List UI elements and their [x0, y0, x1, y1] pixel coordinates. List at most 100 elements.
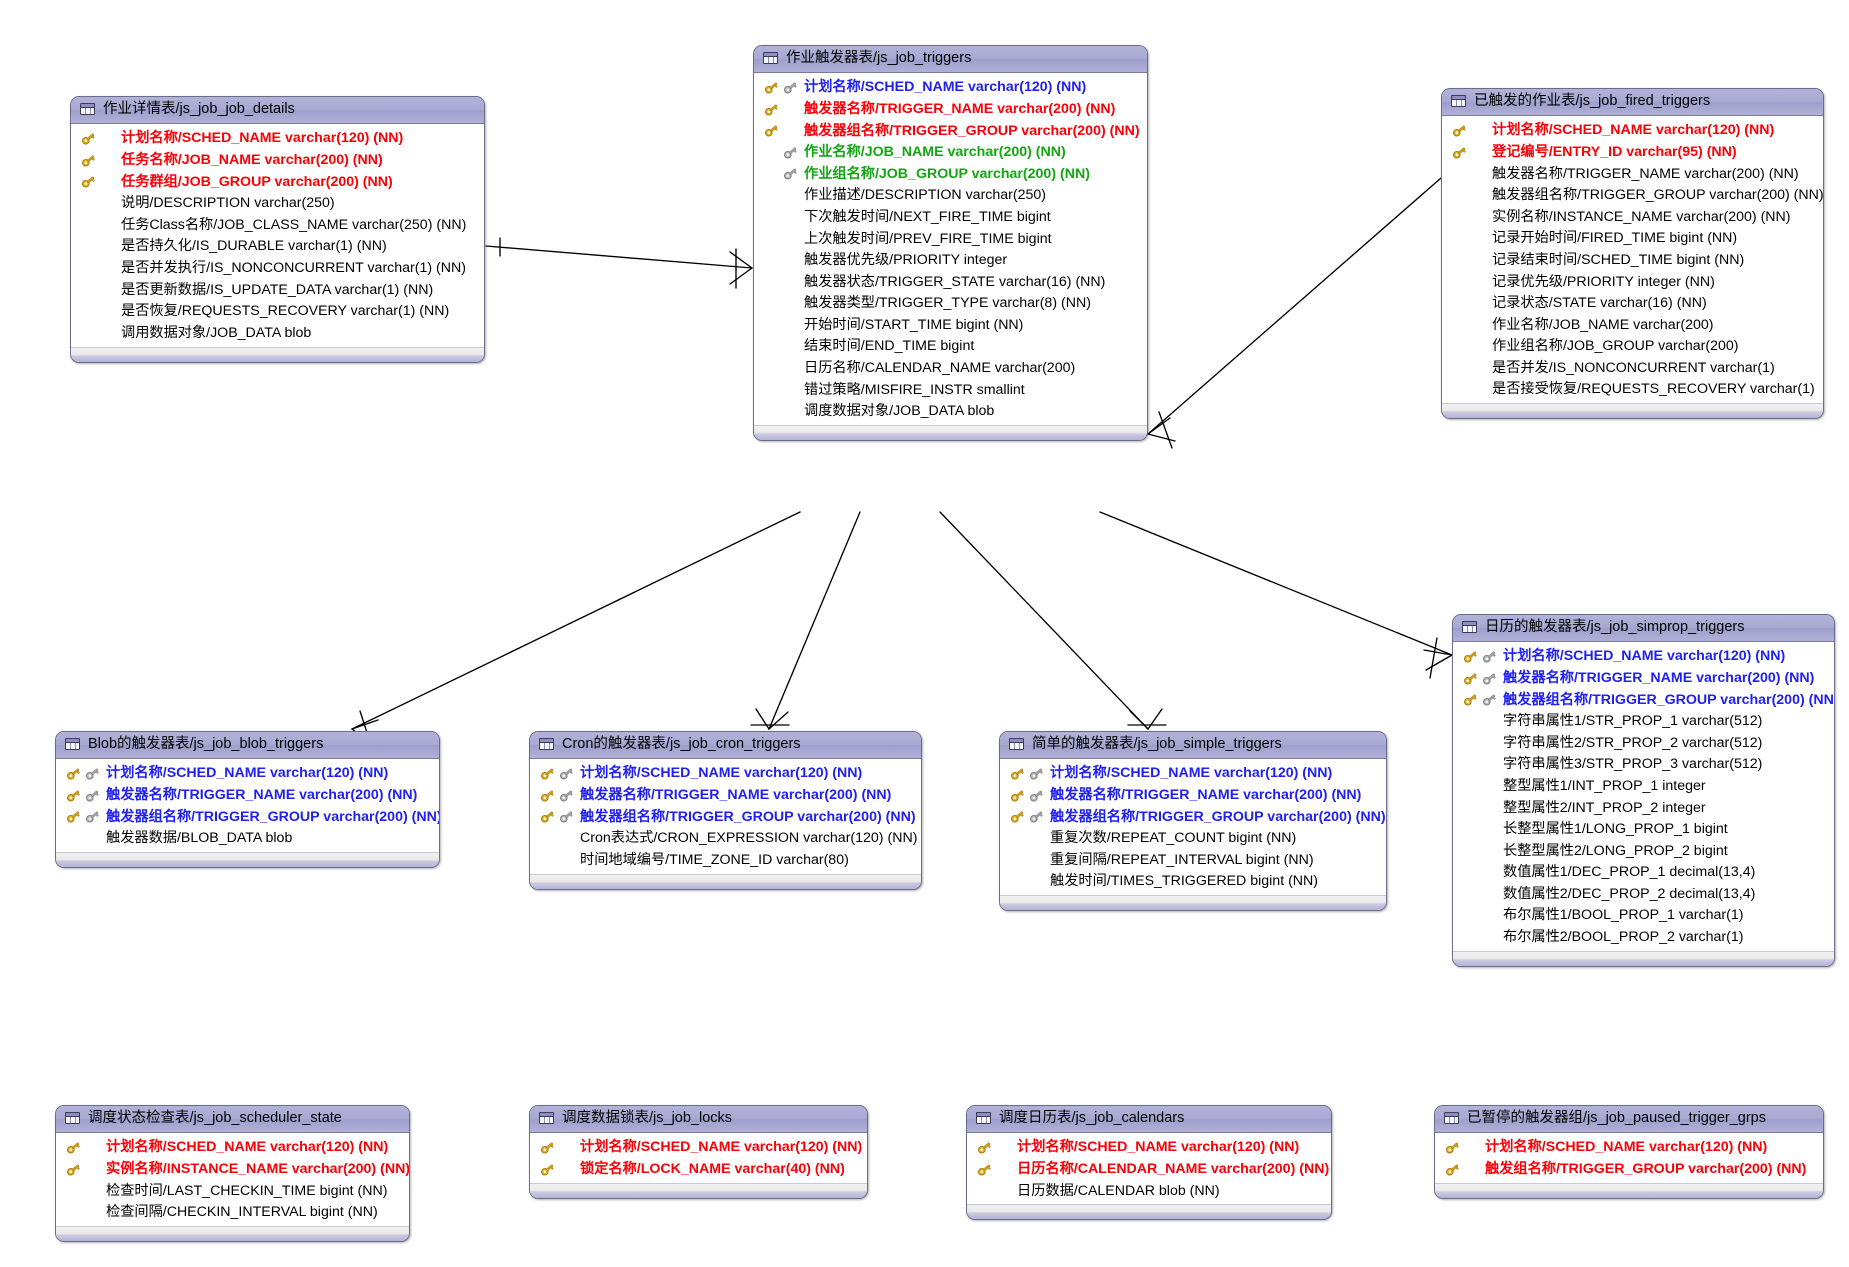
attribute-row[interactable]: Cron表达式/CRON_EXPRESSION varchar(120) (NN… — [530, 827, 921, 849]
attribute-row[interactable]: 开始时间/START_TIME bigint (NN) — [754, 314, 1147, 336]
entity-paused_trigger_grps[interactable]: 已暂停的触发器组/js_job_paused_trigger_grps 计划名称/… — [1434, 1105, 1824, 1199]
attribute-row[interactable]: 是否并发执行/IS_NONCONCURRENT varchar(1) (NN) — [71, 257, 484, 279]
attribute-row[interactable]: 作业名称/JOB_NAME varchar(200) — [1442, 314, 1823, 336]
attribute-row[interactable]: 错过策略/MISFIRE_INSTR smallint — [754, 379, 1147, 401]
attribute-row[interactable]: 长整型属性2/LONG_PROP_2 bigint — [1453, 840, 1834, 862]
attribute-row[interactable]: 登记编号/ENTRY_ID varchar(95) (NN) — [1442, 141, 1823, 163]
attribute-row[interactable]: 触发器组名称/TRIGGER_GROUP varchar(200) (NN) — [754, 120, 1147, 142]
attribute-row[interactable]: 触发器数据/BLOB_DATA blob — [56, 827, 439, 849]
attribute-row[interactable]: 任务Class名称/JOB_CLASS_NAME varchar(250) (N… — [71, 214, 484, 236]
attribute-row[interactable]: 计划名称/SCHED_NAME varchar(120) (NN) — [1442, 120, 1823, 142]
attribute-row[interactable]: 触发器类型/TRIGGER_TYPE varchar(8) (NN) — [754, 293, 1147, 315]
attribute-row[interactable]: 触发器名称/TRIGGER_NAME varchar(200) (NN) — [1000, 784, 1386, 806]
attribute-row[interactable]: 长整型属性1/LONG_PROP_1 bigint — [1453, 818, 1834, 840]
attribute-row[interactable]: 日历名称/CALENDAR_NAME varchar(200) (NN) — [967, 1158, 1331, 1180]
attribute-row[interactable]: 布尔属性2/BOOL_PROP_2 varchar(1) — [1453, 926, 1834, 948]
attribute-row[interactable]: 布尔属性1/BOOL_PROP_1 varchar(1) — [1453, 905, 1834, 927]
attribute-row[interactable]: 触发器名称/TRIGGER_NAME varchar(200) (NN) — [1442, 163, 1823, 185]
attribute-row[interactable]: 计划名称/SCHED_NAME varchar(120) (NN) — [967, 1137, 1331, 1159]
attribute-row[interactable]: 触发器状态/TRIGGER_STATE varchar(16) (NN) — [754, 271, 1147, 293]
attribute-row[interactable]: 触发器组名称/TRIGGER_GROUP varchar(200) (NN) — [1000, 806, 1386, 828]
attribute-row[interactable]: 作业组名称/JOB_GROUP varchar(200) (NN) — [754, 163, 1147, 185]
attribute-row[interactable]: 记录优先级/PRIORITY integer (NN) — [1442, 271, 1823, 293]
attribute-row[interactable]: 是否接受恢复/REQUESTS_RECOVERY varchar(1) — [1442, 379, 1823, 401]
entity-header-job_triggers[interactable]: 作业触发器表/js_job_triggers — [754, 46, 1147, 73]
attribute-row[interactable]: 检查间隔/CHECKIN_INTERVAL bigint (NN) — [56, 1201, 409, 1223]
attribute-row[interactable]: 日历数据/CALENDAR blob (NN) — [967, 1180, 1331, 1202]
attribute-row[interactable]: 计划名称/SCHED_NAME varchar(120) (NN) — [56, 1137, 409, 1159]
attribute-row[interactable]: 下次触发时间/NEXT_FIRE_TIME bigint — [754, 206, 1147, 228]
attribute-row[interactable]: 实例名称/INSTANCE_NAME varchar(200) (NN) — [56, 1158, 409, 1180]
entity-header-calendars[interactable]: 调度日历表/js_job_calendars — [967, 1106, 1331, 1133]
attribute-row[interactable]: 触发器优先级/PRIORITY integer — [754, 249, 1147, 271]
attribute-row[interactable]: 记录开始时间/FIRED_TIME bigint (NN) — [1442, 228, 1823, 250]
entity-simple_triggers[interactable]: 简单的触发器表/js_job_simple_triggers 计划名称/SCHED… — [999, 731, 1387, 912]
attribute-row[interactable]: 触发器组名称/TRIGGER_GROUP varchar(200) (NN) — [56, 806, 439, 828]
entity-header-job_details[interactable]: 作业详情表/js_job_job_details — [71, 97, 484, 124]
attribute-row[interactable]: 时间地域编号/TIME_ZONE_ID varchar(80) — [530, 849, 921, 871]
entity-job_triggers[interactable]: 作业触发器表/js_job_triggers 计划名称/SCHED_NAME va… — [753, 45, 1148, 442]
attribute-row[interactable]: 触发时间/TIMES_TRIGGERED bigint (NN) — [1000, 871, 1386, 893]
attribute-row[interactable]: 计划名称/SCHED_NAME varchar(120) (NN) — [1435, 1137, 1823, 1159]
attribute-row[interactable]: 作业描述/DESCRIPTION varchar(250) — [754, 185, 1147, 207]
attribute-row[interactable]: 数值属性1/DEC_PROP_1 decimal(13,4) — [1453, 862, 1834, 884]
entity-header-fired_triggers[interactable]: 已触发的作业表/js_job_fired_triggers — [1442, 89, 1823, 116]
attribute-row[interactable]: 重复间隔/REPEAT_INTERVAL bigint (NN) — [1000, 849, 1386, 871]
attribute-row[interactable]: 实例名称/INSTANCE_NAME varchar(200) (NN) — [1442, 206, 1823, 228]
attribute-row[interactable]: 任务名称/JOB_NAME varchar(200) (NN) — [71, 149, 484, 171]
attribute-row[interactable]: 触发器名称/TRIGGER_NAME varchar(200) (NN) — [1453, 667, 1834, 689]
attribute-row[interactable]: 触发器组名称/TRIGGER_GROUP varchar(200) (NN) — [1453, 689, 1834, 711]
attribute-row[interactable]: 触发器名称/TRIGGER_NAME varchar(200) (NN) — [56, 784, 439, 806]
entity-header-simple_triggers[interactable]: 简单的触发器表/js_job_simple_triggers — [1000, 732, 1386, 759]
entity-calendars[interactable]: 调度日历表/js_job_calendars 计划名称/SCHED_NAME va… — [966, 1105, 1332, 1221]
attribute-row[interactable]: 记录结束时间/SCHED_TIME bigint (NN) — [1442, 249, 1823, 271]
attribute-row[interactable]: 计划名称/SCHED_NAME varchar(120) (NN) — [1000, 763, 1386, 785]
entity-scheduler_state[interactable]: 调度状态检查表/js_job_scheduler_state 计划名称/SCHED… — [55, 1105, 410, 1243]
attribute-row[interactable]: 触发组名称/TRIGGER_GROUP varchar(200) (NN) — [1435, 1158, 1823, 1180]
attribute-row[interactable]: 是否更新数据/IS_UPDATE_DATA varchar(1) (NN) — [71, 279, 484, 301]
attribute-row[interactable]: 作业名称/JOB_NAME varchar(200) (NN) — [754, 141, 1147, 163]
attribute-row[interactable]: 整型属性2/INT_PROP_2 integer — [1453, 797, 1834, 819]
attribute-row[interactable]: 结束时间/END_TIME bigint — [754, 336, 1147, 358]
entity-cron_triggers[interactable]: Cron的触发器表/js_job_cron_triggers 计划名称/SCHED… — [529, 731, 922, 890]
attribute-row[interactable]: 触发器名称/TRIGGER_NAME varchar(200) (NN) — [754, 98, 1147, 120]
attribute-row[interactable]: 触发器名称/TRIGGER_NAME varchar(200) (NN) — [530, 784, 921, 806]
entity-simprop_triggers[interactable]: 日历的触发器表/js_job_simprop_triggers 计划名称/SCHE… — [1452, 614, 1835, 967]
attribute-row[interactable]: 计划名称/SCHED_NAME varchar(120) (NN) — [1453, 646, 1834, 668]
entity-fired_triggers[interactable]: 已触发的作业表/js_job_fired_triggers 计划名称/SCHED_… — [1441, 88, 1824, 420]
attribute-row[interactable]: 调用数据对象/JOB_DATA blob — [71, 322, 484, 344]
attribute-row[interactable]: 字符串属性1/STR_PROP_1 varchar(512) — [1453, 710, 1834, 732]
attribute-row[interactable]: 是否恢复/REQUESTS_RECOVERY varchar(1) (NN) — [71, 300, 484, 322]
entity-header-cron_triggers[interactable]: Cron的触发器表/js_job_cron_triggers — [530, 732, 921, 759]
attribute-row[interactable]: 记录状态/STATE varchar(16) (NN) — [1442, 292, 1823, 314]
attribute-row[interactable]: 是否持久化/IS_DURABLE varchar(1) (NN) — [71, 236, 484, 258]
attribute-row[interactable]: 计划名称/SCHED_NAME varchar(120) (NN) — [56, 763, 439, 785]
attribute-row[interactable]: 计划名称/SCHED_NAME varchar(120) (NN) — [530, 763, 921, 785]
attribute-row[interactable]: 作业组名称/JOB_GROUP varchar(200) — [1442, 336, 1823, 358]
attribute-row[interactable]: 字符串属性3/STR_PROP_3 varchar(512) — [1453, 754, 1834, 776]
entity-header-scheduler_state[interactable]: 调度状态检查表/js_job_scheduler_state — [56, 1106, 409, 1133]
attribute-row[interactable]: 数值属性2/DEC_PROP_2 decimal(13,4) — [1453, 883, 1834, 905]
entity-job_details[interactable]: 作业详情表/js_job_job_details 计划名称/SCHED_NAME … — [70, 96, 485, 363]
entity-header-paused_trigger_grps[interactable]: 已暂停的触发器组/js_job_paused_trigger_grps — [1435, 1106, 1823, 1133]
attribute-row[interactable]: 计划名称/SCHED_NAME varchar(120) (NN) — [71, 128, 484, 150]
entity-header-simprop_triggers[interactable]: 日历的触发器表/js_job_simprop_triggers — [1453, 615, 1834, 642]
entity-header-locks[interactable]: 调度数据锁表/js_job_locks — [530, 1106, 867, 1133]
attribute-row[interactable]: 触发器组名称/TRIGGER_GROUP varchar(200) (NN) — [530, 806, 921, 828]
entity-header-blob_triggers[interactable]: Blob的触发器表/js_job_blob_triggers — [56, 732, 439, 759]
attribute-row[interactable]: 任务群组/JOB_GROUP varchar(200) (NN) — [71, 171, 484, 193]
attribute-row[interactable]: 重复次数/REPEAT_COUNT bigint (NN) — [1000, 827, 1386, 849]
attribute-row[interactable]: 触发器组名称/TRIGGER_GROUP varchar(200) (NN) — [1442, 184, 1823, 206]
attribute-row[interactable]: 日历名称/CALENDAR_NAME varchar(200) — [754, 357, 1147, 379]
entity-blob_triggers[interactable]: Blob的触发器表/js_job_blob_triggers 计划名称/SCHED… — [55, 731, 440, 869]
attribute-row[interactable]: 说明/DESCRIPTION varchar(250) — [71, 192, 484, 214]
attribute-row[interactable]: 字符串属性2/STR_PROP_2 varchar(512) — [1453, 732, 1834, 754]
attribute-row[interactable]: 调度数据对象/JOB_DATA blob — [754, 401, 1147, 423]
attribute-row[interactable]: 上次触发时间/PREV_FIRE_TIME bigint — [754, 228, 1147, 250]
attribute-row[interactable]: 检查时间/LAST_CHECKIN_TIME bigint (NN) — [56, 1180, 409, 1202]
attribute-row[interactable]: 整型属性1/INT_PROP_1 integer — [1453, 775, 1834, 797]
attribute-row[interactable]: 计划名称/SCHED_NAME varchar(120) (NN) — [754, 77, 1147, 99]
attribute-row[interactable]: 是否并发/IS_NONCONCURRENT varchar(1) — [1442, 357, 1823, 379]
attribute-row[interactable]: 锁定名称/LOCK_NAME varchar(40) (NN) — [530, 1158, 867, 1180]
